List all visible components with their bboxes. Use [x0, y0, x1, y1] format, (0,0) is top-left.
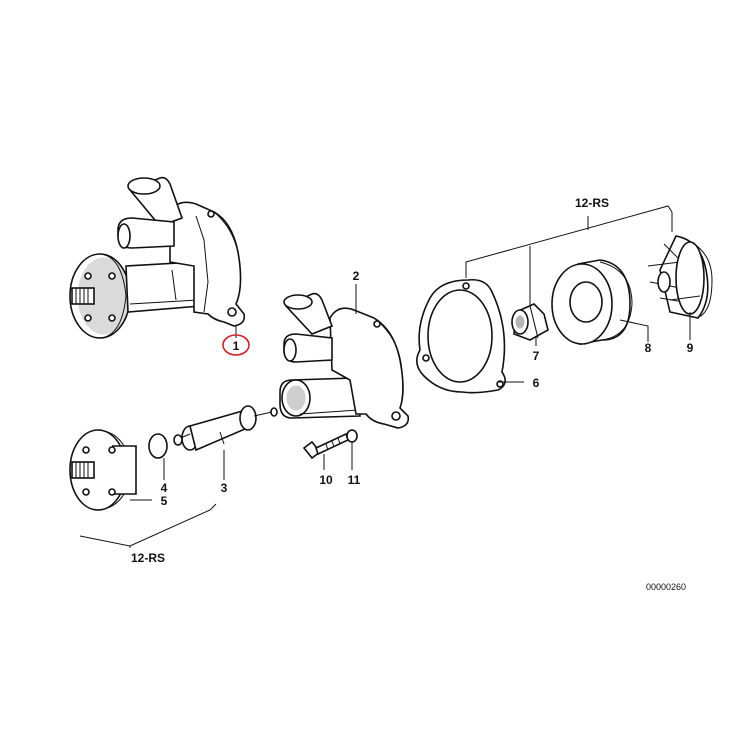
callout-3[interactable]: 3 [221, 481, 228, 495]
water-pump-assembly[interactable] [69, 176, 246, 339]
kit-label-top[interactable]: 12-RS [575, 196, 609, 210]
hex-bolt[interactable] [302, 432, 349, 460]
snap-ring[interactable] [148, 433, 168, 459]
callout-11[interactable]: 11 [348, 473, 361, 487]
pump-housing[interactable] [279, 292, 410, 429]
callout-6[interactable]: 6 [533, 376, 540, 390]
hub-flange[interactable] [69, 429, 137, 511]
callout-5[interactable]: 5 [161, 494, 168, 508]
washer[interactable] [346, 429, 358, 443]
kit-bracket-top [465, 205, 673, 278]
impeller[interactable] [647, 235, 713, 319]
callout-7[interactable]: 7 [533, 349, 540, 363]
drawing-number: 00000260 [646, 582, 686, 592]
callout-1[interactable]: 1 [233, 339, 240, 353]
counter-ring[interactable] [551, 259, 633, 345]
callout-8[interactable]: 8 [645, 341, 652, 355]
shaft-bearing[interactable] [173, 405, 278, 452]
callout-9[interactable]: 9 [687, 341, 694, 355]
callout-2[interactable]: 2 [353, 269, 360, 283]
highlight-ring [222, 334, 250, 356]
kit-bracket-bottom [79, 503, 217, 547]
leader-line-8 [619, 319, 649, 342]
mechanical-seal[interactable] [511, 303, 549, 341]
gasket[interactable] [416, 278, 506, 394]
kit-label-bottom[interactable]: 12-RS [131, 551, 165, 565]
callout-10[interactable]: 10 [319, 473, 333, 487]
callout-4[interactable]: 4 [161, 481, 168, 495]
